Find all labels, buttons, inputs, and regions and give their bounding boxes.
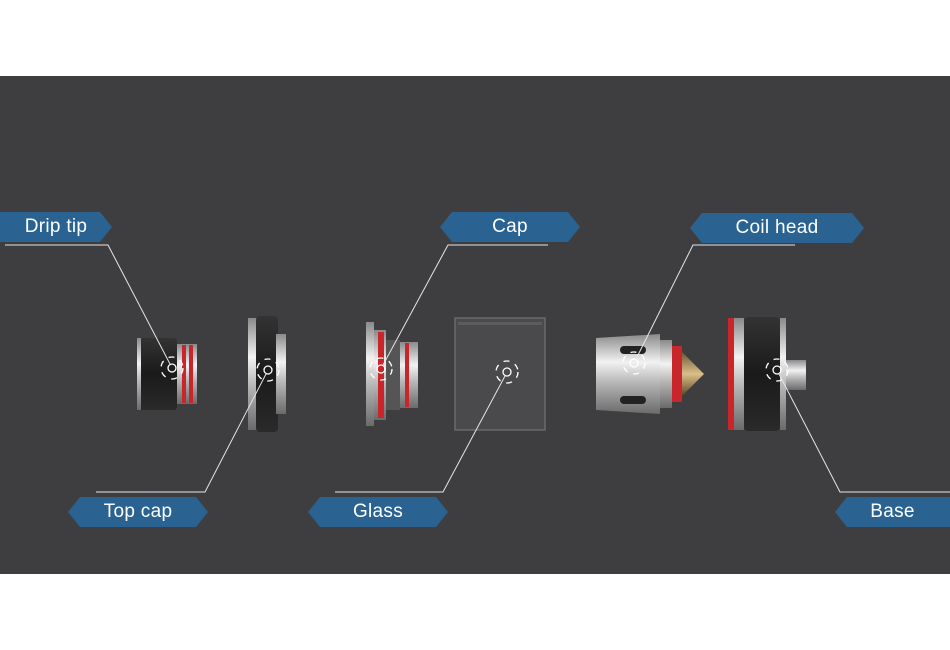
base-part <box>728 317 806 431</box>
cap-part <box>366 322 418 426</box>
drip-tip-part <box>137 338 197 410</box>
leader-lines <box>5 244 950 493</box>
hotspot-cap <box>376 364 386 374</box>
hotspot-markers <box>160 351 789 384</box>
hotspot-top-cap <box>263 365 273 375</box>
label-glass: Glass <box>308 497 448 527</box>
label-cap: Cap <box>440 212 580 242</box>
hotspot-drip-tip <box>167 363 177 373</box>
label-coil-head: Coil head <box>690 213 864 243</box>
label-drip-tip: Drip tip <box>0 212 112 242</box>
hotspot-coil-head <box>629 358 639 368</box>
hotspot-glass <box>502 367 512 377</box>
glass-part <box>454 317 546 431</box>
label-base: Base <box>835 497 950 527</box>
label-top-cap: Top cap <box>68 497 208 527</box>
hotspot-base <box>772 365 782 375</box>
coil-head-part <box>596 334 704 414</box>
